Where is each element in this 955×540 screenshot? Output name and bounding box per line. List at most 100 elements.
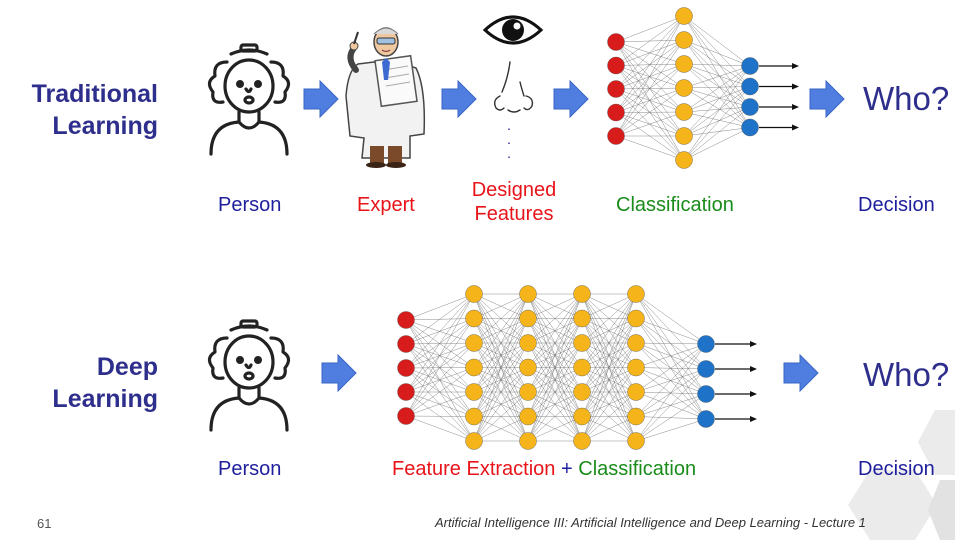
expert-scientist-icon	[345, 27, 426, 168]
network-node	[607, 80, 625, 98]
network-node	[573, 309, 591, 328]
row-label-line: Learning	[52, 112, 158, 140]
network-node	[627, 383, 645, 401]
neural-network-icon	[397, 285, 757, 450]
network-node	[573, 334, 591, 352]
network-node	[519, 309, 537, 328]
network-node	[573, 383, 591, 401]
person-icon	[207, 43, 291, 156]
network-node	[465, 383, 483, 401]
network-node	[675, 31, 693, 49]
arrow-right-icon	[783, 354, 819, 392]
output-arrow-head	[792, 83, 799, 90]
caption-plus: +	[561, 458, 573, 480]
hexagon-decoration	[848, 410, 955, 540]
caption-classification: Classification	[578, 458, 697, 480]
network-node	[627, 432, 645, 450]
nose-icon	[493, 61, 534, 113]
network-node	[397, 335, 415, 353]
arrow-right-icon	[553, 80, 589, 118]
caption-classification: Classification	[616, 194, 734, 216]
network-node	[627, 334, 645, 352]
row-label-line: Traditional	[31, 80, 158, 108]
network-node	[397, 359, 415, 377]
output-arrow-head	[792, 104, 799, 110]
network-node	[519, 407, 537, 426]
network-node	[465, 334, 483, 352]
caption-feature: Feature	[392, 458, 461, 480]
network-node	[573, 432, 591, 450]
output-arrow-head	[792, 124, 799, 131]
caption-designed-features: Designed Features	[460, 178, 568, 226]
arrow-right-icon	[303, 80, 339, 118]
caption-line: Designed	[471, 179, 557, 201]
network-node	[465, 309, 483, 328]
network-node	[397, 383, 415, 401]
network-node	[675, 127, 693, 145]
network-node	[741, 98, 759, 116]
network-node	[675, 79, 693, 97]
arrow-right-icon	[809, 80, 845, 118]
network-node	[519, 334, 537, 352]
network-node	[397, 407, 415, 425]
ellipsis-dots: ...	[507, 117, 511, 161]
caption-person: Person	[218, 194, 282, 216]
network-node	[675, 7, 693, 25]
connections	[615, 15, 751, 161]
caption-decision: Decision	[858, 194, 935, 216]
network-node	[573, 358, 591, 377]
network-node	[607, 103, 625, 122]
network-node	[465, 432, 483, 450]
network-node	[519, 432, 537, 450]
network-node	[573, 285, 591, 303]
network-node	[741, 77, 759, 96]
network-node	[675, 103, 693, 121]
network-node	[519, 383, 537, 401]
network-node	[627, 407, 645, 426]
network-node	[627, 358, 645, 377]
network-node	[607, 127, 625, 145]
output-arrow-head	[792, 63, 799, 69]
neural-network-icon	[607, 7, 799, 169]
network-node	[697, 410, 715, 428]
who-label: Who?	[863, 356, 950, 393]
output-arrow-head	[750, 341, 757, 347]
network-node	[697, 385, 715, 403]
network-node	[607, 56, 625, 75]
network-node	[519, 358, 537, 377]
network-node	[519, 285, 537, 303]
output-arrow-head	[750, 366, 757, 372]
arrow-right-icon	[441, 80, 477, 118]
slide-number: 61	[37, 516, 52, 531]
eye-icon	[482, 15, 544, 45]
who-label: Who?	[863, 80, 950, 117]
network-node	[675, 151, 693, 169]
output-arrow-head	[750, 391, 757, 397]
row-label-line: Deep	[96, 353, 158, 381]
network-node	[697, 360, 715, 378]
connections	[405, 293, 707, 442]
network-node	[465, 407, 483, 426]
network-node	[607, 33, 625, 51]
network-node	[627, 309, 645, 328]
network-node	[465, 285, 483, 303]
row-label-line: Learning	[52, 385, 158, 413]
caption-feature-extraction-classification: Feature Extraction + Classification	[392, 458, 696, 481]
caption-decision: Decision	[858, 458, 935, 480]
network-node	[675, 55, 693, 73]
row-label-traditional: Traditional Learning	[0, 78, 158, 142]
caption-expert: Expert	[357, 194, 415, 216]
person-icon	[207, 319, 291, 432]
output-arrow-head	[750, 416, 757, 422]
caption-extraction: Extraction	[466, 458, 556, 480]
row-label-deep: Deep Learning	[0, 351, 158, 415]
arrow-right-icon	[321, 354, 357, 392]
caption-person: Person	[218, 458, 282, 480]
network-node	[465, 358, 483, 377]
network-node	[397, 311, 415, 329]
network-node	[697, 335, 715, 353]
network-node	[741, 118, 759, 137]
network-node	[627, 285, 645, 303]
footer-text: Artificial Intelligence III: Artificial …	[435, 515, 866, 530]
